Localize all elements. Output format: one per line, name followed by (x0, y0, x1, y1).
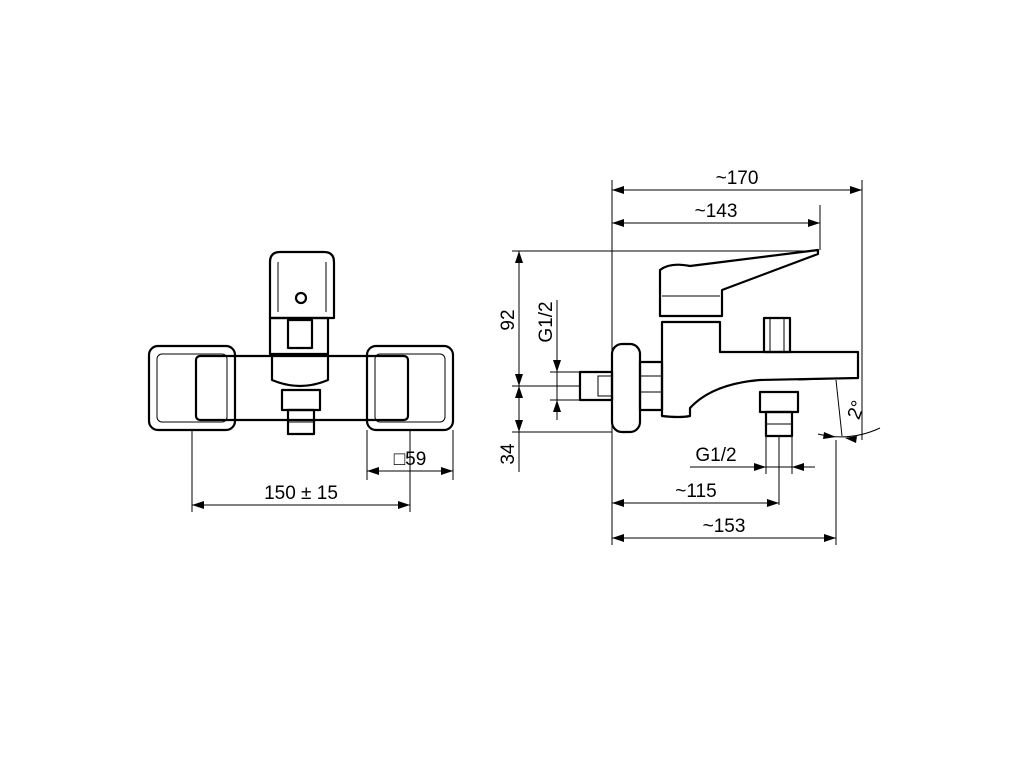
spout-underside (797, 377, 859, 381)
angle-line (835, 379, 843, 437)
arrowhead (515, 251, 523, 263)
dim-label-square: □59 (394, 449, 427, 470)
side-view-dimensions: ~170 ~143 92 34 G1/2 G1/2 (498, 168, 881, 545)
inlet-nipple-inner (597, 375, 613, 397)
arrowhead (612, 499, 624, 507)
arrowhead (515, 374, 523, 386)
mixer-body-front (194, 354, 410, 422)
dim-label-lever: ~143 (695, 201, 738, 222)
lever-side (658, 248, 820, 318)
mixer-body-side (660, 320, 860, 419)
arrowhead (767, 499, 779, 507)
wall-flange (610, 342, 642, 434)
right-escutcheon (365, 344, 455, 432)
central-hub (270, 356, 330, 388)
arrowhead (515, 386, 523, 398)
arrowhead (850, 186, 862, 194)
dim-label-height-above: 92 (498, 309, 519, 330)
dim-label-width: 150 ± 15 (264, 483, 338, 504)
arrowhead (612, 219, 624, 227)
right-escutcheon-inner (374, 353, 446, 423)
arrowhead (612, 186, 624, 194)
front-view-dimensions: 150 ± 15 □59 (191, 430, 454, 512)
dim-label-outlet-distance: ~115 (675, 481, 716, 502)
dim-label-inlet: G1/2 (536, 301, 557, 342)
arrowhead (398, 501, 410, 509)
arrowhead (192, 501, 204, 509)
arrowhead (808, 219, 820, 227)
arrowhead (845, 436, 857, 443)
dim-label-spout: ~153 (703, 516, 746, 537)
diverter-knob (762, 316, 792, 354)
cartridge-collar (268, 316, 330, 356)
arrowhead (367, 467, 379, 475)
left-escutcheon (147, 344, 237, 432)
side-view (578, 248, 860, 438)
dim-label-height-below: 34 (498, 443, 519, 465)
flange-connector (638, 360, 664, 412)
arrowhead (792, 463, 804, 471)
dim-label-outlet-thread: G1/2 (695, 445, 736, 466)
outlet-nut-front (280, 388, 322, 412)
dim-label-angle: 2° (844, 398, 870, 422)
outlet-nut-side (758, 390, 800, 414)
handle-front (268, 250, 336, 320)
dim-label-overall: ~170 (716, 168, 759, 189)
arrowhead (441, 467, 453, 475)
arrowhead (553, 400, 561, 412)
cartridge-stem (286, 318, 314, 350)
handle-screw (294, 291, 308, 305)
arrowhead (824, 534, 836, 542)
arrowhead (553, 360, 561, 372)
front-view (147, 250, 455, 436)
arrowhead (823, 432, 836, 439)
arrowhead (612, 534, 624, 542)
arrowhead (515, 420, 523, 432)
left-escutcheon-inner (156, 353, 228, 423)
arrowhead (754, 463, 766, 471)
